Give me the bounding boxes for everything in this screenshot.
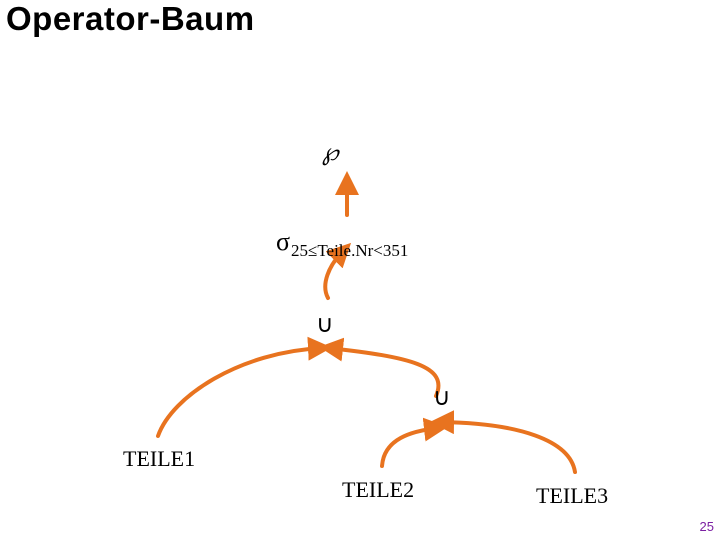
root-power-symbol: ℘: [322, 140, 339, 166]
leaf-teile3: TEILE3: [536, 483, 609, 508]
page-title: Operator-Baum: [6, 0, 255, 37]
edge-teile3-to-lower-union: [430, 410, 577, 474]
edge-teile1-to-union: [156, 336, 332, 438]
edge-lower-union-to-upper-union: [319, 337, 441, 398]
edge-teile2-to-lower-union: [380, 417, 448, 468]
selection-sigma: σ: [276, 227, 291, 256]
selection-condition: 25≤Teile.Nr<351: [291, 241, 409, 260]
union-node-upper: ∪: [316, 312, 334, 338]
selection-node: σ25≤Teile.Nr<351: [276, 227, 408, 261]
leaf-teile1: TEILE1: [123, 446, 196, 471]
union-node-lower: ∪: [433, 385, 451, 411]
page-number: 25: [699, 519, 714, 534]
leaf-teile2: TEILE2: [342, 477, 415, 502]
edge-union-to-selection: [323, 242, 352, 300]
